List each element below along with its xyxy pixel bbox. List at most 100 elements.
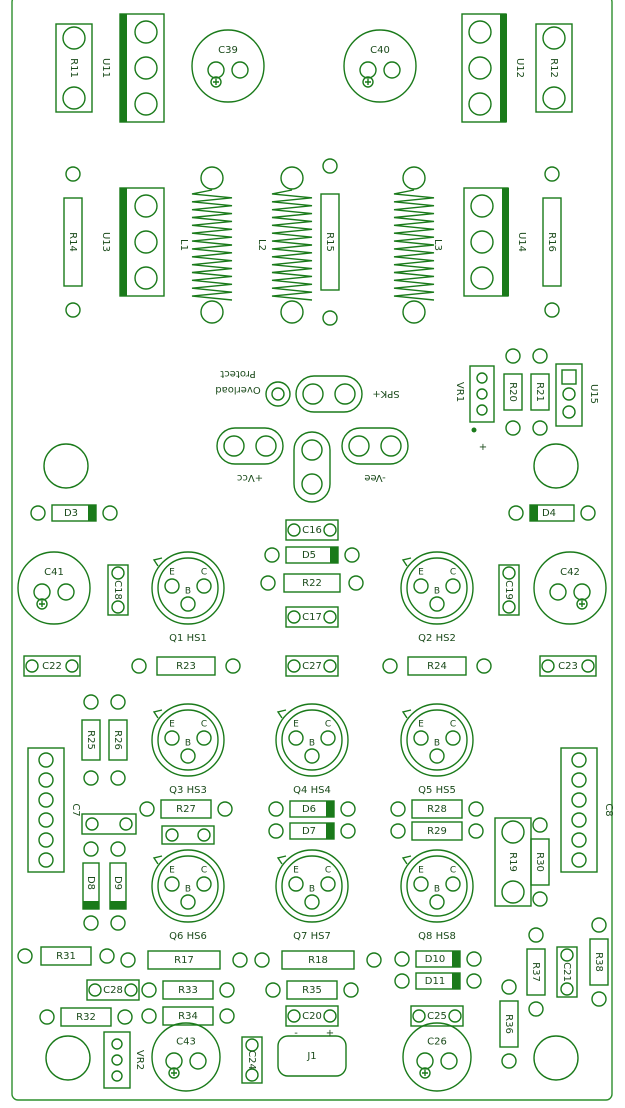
resistor-r14: R14 <box>63 166 83 318</box>
regulator-u11: U11 <box>100 13 165 123</box>
capacitor-c20: C20 <box>285 1005 339 1027</box>
polarity-mark <box>36 598 48 610</box>
resistor-r29: R29 <box>390 821 484 841</box>
part-label: R23 <box>176 661 196 672</box>
board-outline <box>11 0 613 1101</box>
part-label: C24 <box>246 1050 257 1070</box>
pad <box>38 772 54 788</box>
pad <box>189 1052 207 1070</box>
pad <box>591 991 607 1007</box>
pad <box>287 523 301 537</box>
pad <box>255 435 277 457</box>
pad <box>165 828 179 842</box>
part-label: R15 <box>324 232 335 252</box>
trimmer-vr1: VR1+ <box>454 365 495 453</box>
pad <box>334 383 356 405</box>
pin-label-c: C <box>201 866 207 876</box>
part-label: C39 <box>218 45 238 56</box>
part-label: U13 <box>100 232 111 252</box>
regulator-u12: U12 <box>461 13 525 123</box>
pad <box>323 659 337 673</box>
pad <box>62 86 86 110</box>
pad <box>83 841 99 857</box>
polarity-plus: + <box>326 1028 334 1039</box>
spk-label: SPK+ <box>372 388 399 399</box>
part-label: U15 <box>588 384 599 404</box>
transistor-label: Q6 HS6 <box>169 931 207 942</box>
pad <box>528 927 544 943</box>
pad <box>429 748 445 764</box>
polarity-mark <box>576 598 588 610</box>
polarity-mark <box>168 1067 180 1079</box>
vee-label: -Vee <box>364 472 385 483</box>
part-label: C41 <box>44 567 64 578</box>
part-label: C21 <box>561 962 572 982</box>
mounting-hole <box>45 1035 91 1081</box>
pad <box>288 876 304 892</box>
pad <box>265 982 281 998</box>
pad <box>445 578 461 594</box>
pad <box>571 812 587 828</box>
part-label: R26 <box>112 730 123 750</box>
transistor-label: Q4 HS4 <box>293 785 331 796</box>
pin-label-c: C <box>450 866 456 876</box>
pin-label-e: E <box>293 720 299 730</box>
resistor-r35: R35 <box>265 980 359 1000</box>
pad <box>413 876 429 892</box>
pad <box>343 982 359 998</box>
pad <box>180 748 196 764</box>
pad <box>196 876 212 892</box>
pad <box>581 659 595 673</box>
part-label: U11 <box>100 58 111 78</box>
pad <box>348 575 364 591</box>
pin-label-e: E <box>169 866 175 876</box>
pad <box>119 817 133 831</box>
pad <box>38 852 54 868</box>
pad <box>219 982 235 998</box>
pad <box>476 658 492 674</box>
spk-plus-connector: SPK+ <box>295 375 400 413</box>
part-label: R17 <box>174 955 194 966</box>
pad <box>85 817 99 831</box>
diode-d9: D9 <box>109 841 127 931</box>
resistor-r20: R20 <box>503 348 523 436</box>
pad <box>111 1070 123 1082</box>
pad <box>532 420 548 436</box>
pad <box>39 1009 55 1025</box>
pad <box>245 1068 259 1082</box>
pad <box>549 583 567 601</box>
resistor-r19: R19 <box>494 817 532 907</box>
pad <box>117 1009 133 1025</box>
pad <box>65 302 81 318</box>
capacitor-c25: C25 <box>410 1005 464 1027</box>
part-label: R27 <box>176 804 196 815</box>
pin-label-b: B <box>434 739 440 749</box>
capacitor-c42: C42 <box>533 551 607 625</box>
part-label: C20 <box>302 1011 322 1022</box>
resistor-r38: R38 <box>589 917 609 1007</box>
part-label: D9 <box>112 876 123 890</box>
pad <box>110 770 126 786</box>
pad <box>501 979 517 995</box>
pin-label-b: B <box>434 587 440 597</box>
pad <box>380 435 402 457</box>
pad <box>544 166 560 182</box>
pad <box>440 1052 458 1070</box>
pad <box>223 435 245 457</box>
pin-label-c: C <box>325 866 331 876</box>
pad <box>62 26 86 50</box>
pad <box>468 801 484 817</box>
pad <box>254 952 270 968</box>
overload-label: Overload <box>215 384 260 395</box>
part-label: L2 <box>256 239 267 251</box>
pad <box>111 1038 123 1050</box>
capacitor-c7: C7 <box>27 747 81 873</box>
part-label: D8 <box>85 876 96 890</box>
transistor-label: Q2 HS2 <box>418 633 456 644</box>
part-label: R11 <box>68 58 79 78</box>
resistor-r24: R24 <box>382 656 492 676</box>
diode-d3: D3 <box>30 504 118 522</box>
